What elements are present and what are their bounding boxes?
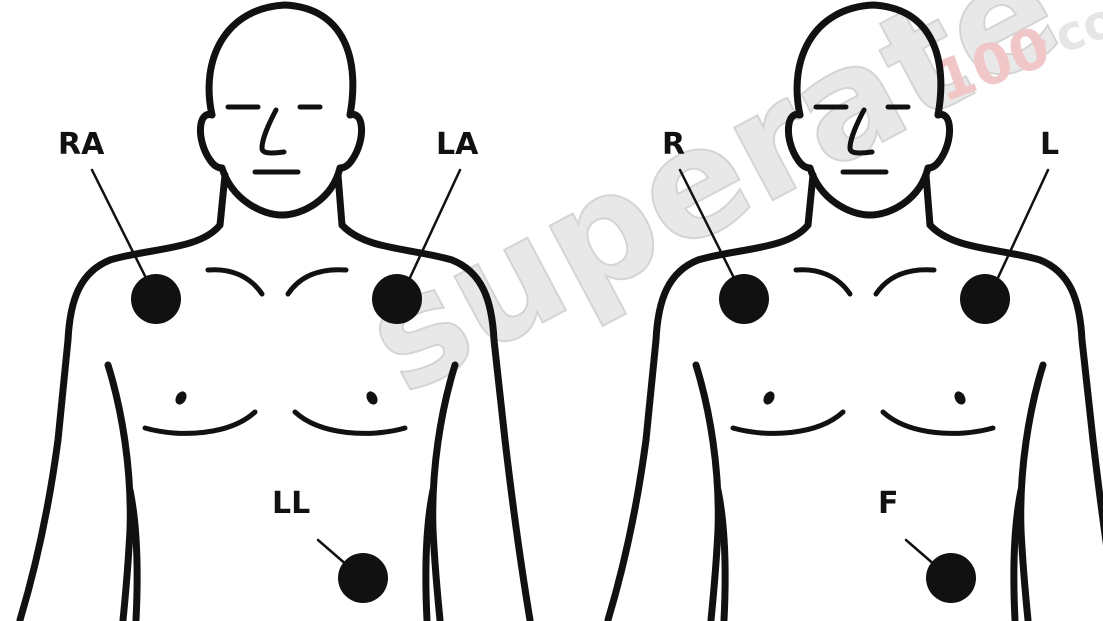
label-foot: F — [878, 486, 899, 521]
label-left: L — [1040, 127, 1059, 162]
torso-details — [733, 270, 993, 434]
label-left-arm: LA — [436, 127, 479, 162]
label-right-arm: RA — [58, 127, 105, 162]
electrode-left-arm — [372, 274, 422, 324]
label-right: R — [662, 127, 685, 162]
label-left-leg: LL — [272, 486, 310, 521]
lead-wire — [996, 170, 1048, 282]
electrode-right — [719, 274, 769, 324]
electrode-foot — [926, 553, 976, 603]
face — [228, 107, 320, 172]
electrode-left — [960, 274, 1010, 324]
electrode-left-leg — [338, 553, 388, 603]
electrode-right-arm — [131, 274, 181, 324]
lead-wire — [906, 540, 936, 566]
lead-wire — [318, 540, 348, 566]
